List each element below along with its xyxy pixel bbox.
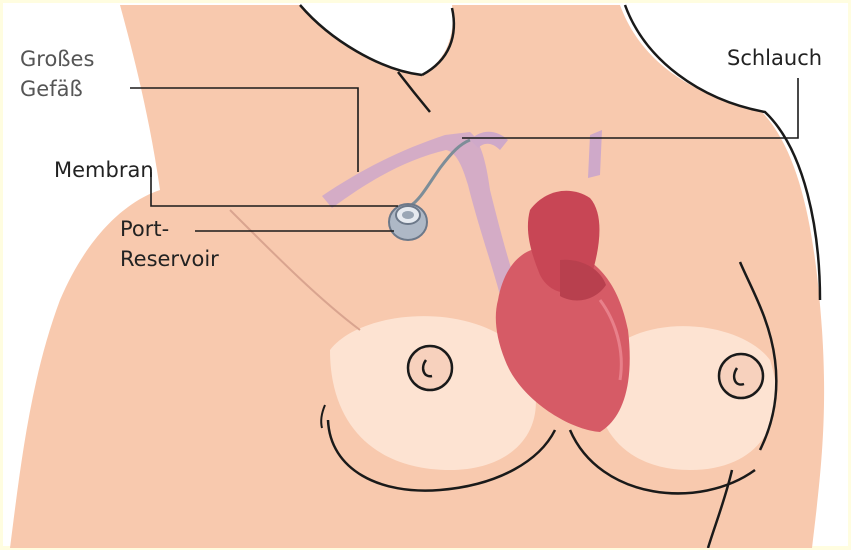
left-nipple-icon	[408, 346, 452, 390]
port-label-line1: Port-	[120, 214, 219, 244]
vessel-label-line2: Gefäß	[20, 74, 94, 104]
tube-label: Schlauch	[727, 43, 822, 73]
vessel-label: Großes Gefäß	[20, 44, 94, 104]
port-label: Port- Reservoir	[120, 214, 219, 274]
right-nipple-icon	[719, 354, 763, 398]
membrane-label: Membran	[54, 155, 154, 185]
vessel-label-line1: Großes	[20, 44, 94, 74]
port-label-line2: Reservoir	[120, 244, 219, 274]
port-reservoir-icon	[389, 204, 427, 240]
